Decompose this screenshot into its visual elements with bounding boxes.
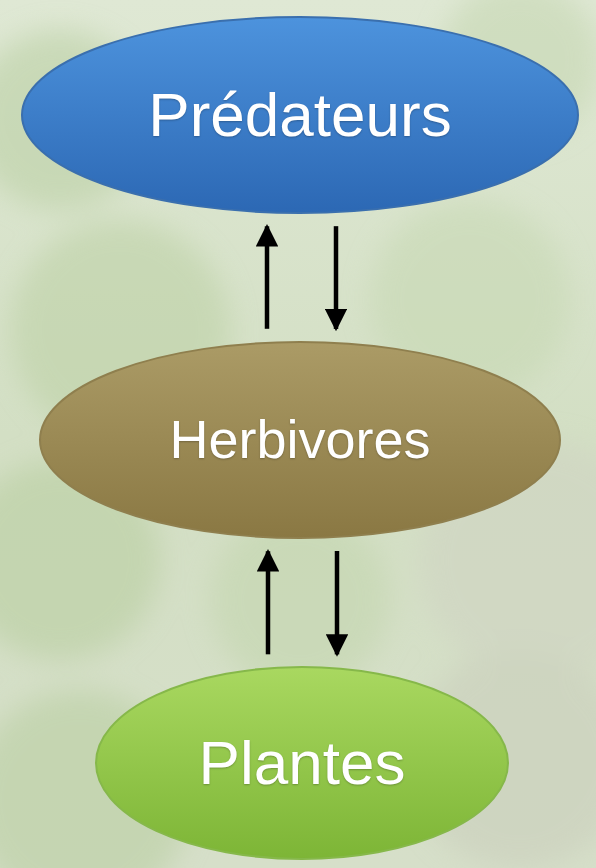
node-label: Prédateurs — [148, 81, 451, 149]
arrow-connector — [335, 551, 340, 654]
arrow-connector — [265, 226, 270, 328]
arrow-connector — [266, 551, 271, 654]
plant-ellipse: Plantes — [94, 665, 510, 861]
herbivore-ellipse: Herbivores — [38, 340, 562, 540]
node-label: Herbivores — [169, 410, 430, 469]
predator-ellipse: Prédateurs — [20, 15, 580, 215]
arrow-connector — [334, 226, 339, 329]
node-label: Plantes — [199, 729, 406, 797]
